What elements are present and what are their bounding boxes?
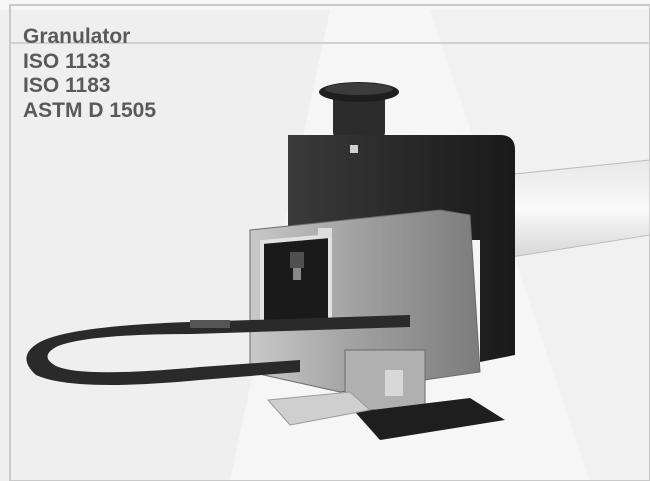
inner-part: [293, 268, 301, 280]
top-knob: [333, 92, 385, 140]
top-knob-highlight: [325, 83, 393, 95]
label-astm-d-1505: ASTM D 1505: [23, 98, 157, 122]
frame-divider: [10, 42, 650, 44]
label-iso-1183: ISO 1183: [23, 74, 111, 97]
frame-border: [9, 4, 650, 481]
base-plate-left: [266, 391, 372, 426]
background-shape: [0, 10, 330, 481]
curved-arm: [26, 315, 410, 385]
label-granulator: Granulator: [23, 25, 131, 48]
inner-part: [290, 252, 304, 268]
lower-screw: [385, 370, 403, 396]
product-labels: Granulator ISO 1133 ISO 1183 ASTM D 1505: [23, 25, 156, 123]
label-iso-1133: ISO 1133: [23, 49, 111, 73]
body-screw: [350, 145, 358, 153]
main-body: [288, 135, 515, 362]
housing-opening: [260, 233, 332, 333]
base-plate: [355, 398, 505, 440]
arm-slot: [190, 320, 230, 328]
housing-label: [318, 228, 332, 238]
